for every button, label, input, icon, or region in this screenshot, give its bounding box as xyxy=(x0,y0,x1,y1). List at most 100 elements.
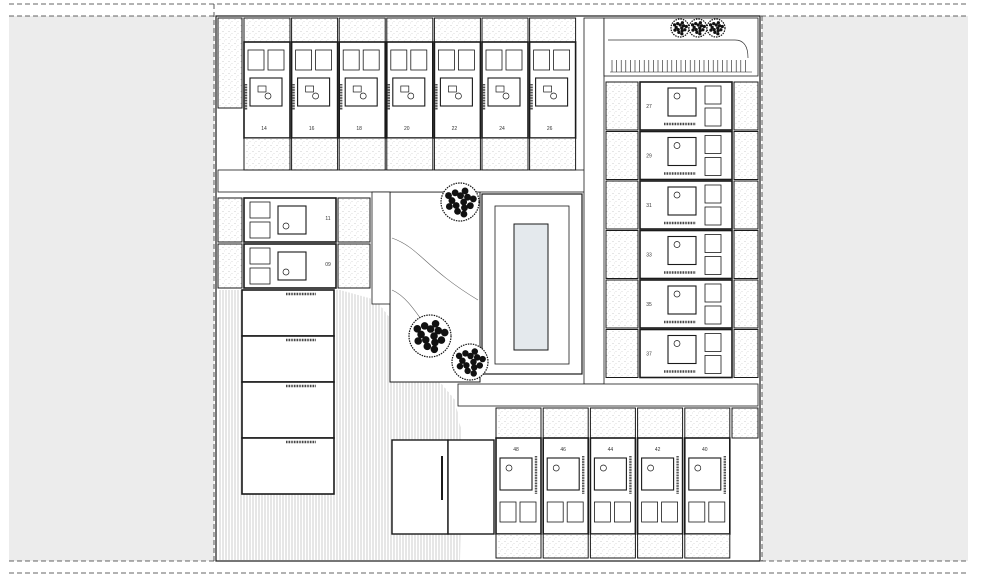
tree-foliage xyxy=(701,28,705,32)
tree-foliage xyxy=(451,189,459,197)
tree-foliage xyxy=(716,29,720,33)
sofa xyxy=(400,85,410,93)
tree-foliage xyxy=(471,348,479,355)
tree-foliage xyxy=(417,330,425,339)
garage-footprint xyxy=(241,381,335,439)
front-garden xyxy=(589,533,636,559)
tree-foliage xyxy=(716,26,720,30)
unit-footprint xyxy=(243,41,291,139)
unit-bottom: 42 xyxy=(636,407,684,559)
lawn-contour xyxy=(391,237,479,301)
table xyxy=(600,464,607,472)
table xyxy=(455,92,462,100)
living-room xyxy=(688,457,722,491)
living-room xyxy=(667,87,697,117)
table xyxy=(282,268,290,276)
room xyxy=(249,267,271,285)
rear-garden xyxy=(386,137,434,171)
front-garden xyxy=(243,17,291,43)
room xyxy=(249,201,271,219)
unit-number: 26 xyxy=(547,126,553,132)
tree-foliage xyxy=(479,355,486,363)
living-room xyxy=(277,251,307,281)
unit-number: 11 xyxy=(325,216,330,222)
table xyxy=(647,464,654,472)
room xyxy=(499,501,517,523)
room xyxy=(342,49,360,71)
room xyxy=(247,49,265,71)
room xyxy=(437,49,455,71)
tree-foliage xyxy=(459,357,466,364)
room xyxy=(566,501,584,523)
table xyxy=(673,340,681,347)
unit-footprint xyxy=(385,41,434,139)
room xyxy=(661,501,678,523)
front-garden xyxy=(605,230,639,279)
tree-foliage xyxy=(695,30,699,35)
unit-number: 18 xyxy=(356,126,362,132)
unit-footprint xyxy=(528,41,577,139)
living-room xyxy=(439,77,473,107)
tree-foliage xyxy=(678,23,682,27)
table xyxy=(502,92,510,100)
room xyxy=(519,501,537,523)
living-room xyxy=(667,235,697,266)
table xyxy=(673,241,681,248)
front-garden xyxy=(495,533,542,559)
unit-left: 09 xyxy=(217,243,371,289)
unit-top: 14 xyxy=(243,17,291,171)
tree-foliage xyxy=(431,338,439,347)
tree-foliage xyxy=(702,24,706,29)
left-block-units: 11 09 xyxy=(217,197,371,289)
tree-foliage xyxy=(694,28,698,32)
tree-canopy xyxy=(451,343,489,381)
garage xyxy=(241,335,335,383)
front-garden xyxy=(605,81,639,131)
tree-foliage xyxy=(413,325,422,333)
unit-number: 35 xyxy=(646,302,652,308)
front-garden xyxy=(337,197,371,243)
tree-foliage xyxy=(476,362,484,369)
unit-number: 22 xyxy=(452,126,458,132)
unit-bottom: 46 xyxy=(542,407,590,559)
tree-foliage xyxy=(719,28,723,32)
tree-foliage xyxy=(680,32,684,36)
sofa xyxy=(352,85,362,93)
living-room xyxy=(667,186,697,216)
garage-footprint xyxy=(241,437,335,495)
front-garden xyxy=(337,243,371,289)
unit-footprint xyxy=(636,437,684,535)
site-boundary-dashes xyxy=(9,3,968,574)
front-garden xyxy=(481,17,529,43)
front-garden xyxy=(605,131,639,180)
rear-garden xyxy=(217,243,243,289)
tree-foliage xyxy=(426,325,435,333)
tree-foliage xyxy=(716,32,720,36)
tree-foliage xyxy=(690,23,695,27)
unit-bottom: 48 xyxy=(495,407,542,559)
unit-footprint xyxy=(639,81,733,131)
rear-garden xyxy=(529,137,577,171)
tree-foliage xyxy=(691,28,695,32)
tree-foliage xyxy=(677,30,681,35)
bottom-center-building xyxy=(391,439,495,535)
unit-number: 29 xyxy=(646,154,652,160)
unit-top: 18 xyxy=(338,17,387,171)
tree-foliage xyxy=(420,322,429,330)
unit-number: 31 xyxy=(646,203,652,209)
unit-footprint xyxy=(338,41,387,139)
tree-foliage xyxy=(457,192,464,200)
unit-number: 46 xyxy=(560,447,566,453)
bottom-walkway xyxy=(457,383,759,407)
front-garden xyxy=(338,17,386,43)
rear-garden xyxy=(338,137,386,171)
living-room xyxy=(277,205,307,235)
table xyxy=(359,92,367,100)
unit-number: 40 xyxy=(702,447,708,453)
rear-garden xyxy=(481,137,529,171)
tree-canopy xyxy=(408,314,452,358)
